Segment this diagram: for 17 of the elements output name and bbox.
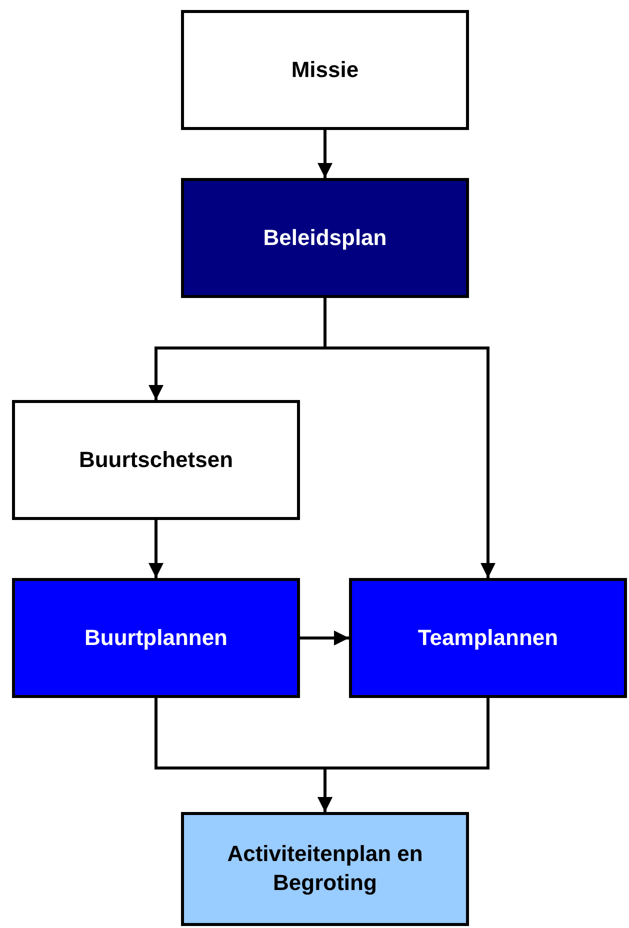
box-label: Buurtschetsen — [78, 446, 234, 474]
box-label: Buurtplannen — [84, 624, 228, 652]
arrow — [148, 520, 164, 578]
process-box — [181, 812, 469, 926]
arrow — [324, 298, 496, 578]
box-label: Missie — [290, 56, 360, 84]
box-label: Beleidsplan — [262, 224, 388, 252]
process-box — [181, 10, 469, 130]
arrow — [318, 698, 490, 812]
box-label: Activiteitenplan en Begroting — [226, 840, 424, 897]
process-box — [181, 178, 469, 298]
arrow — [318, 130, 332, 178]
box-label: Teamplannen — [416, 624, 560, 652]
process-box — [12, 578, 300, 698]
arrow — [300, 630, 349, 646]
process-box — [349, 578, 627, 698]
process-box — [12, 400, 300, 520]
